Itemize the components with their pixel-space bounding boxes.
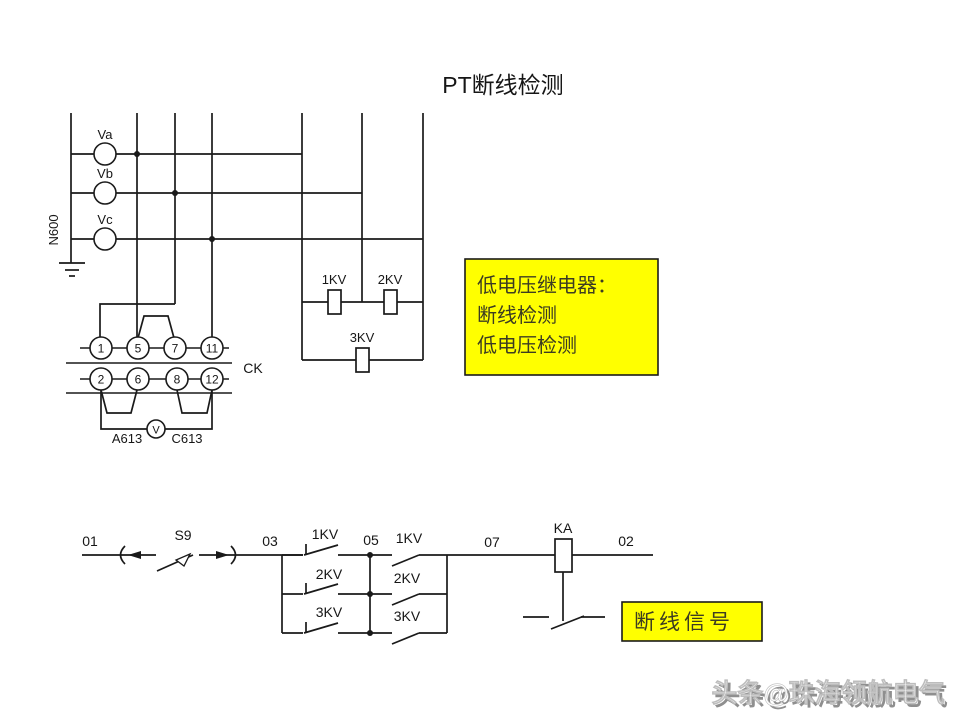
- ka-output-contact: [523, 572, 605, 630]
- ground-icon: [59, 262, 85, 277]
- node-03-label: 03: [262, 533, 278, 549]
- relay-coil-2kv: [383, 289, 398, 315]
- contact-left-2kv: [282, 583, 370, 595]
- signal-box: 断线信号: [621, 601, 763, 642]
- voltmeter-icon: [146, 419, 166, 439]
- wire-a613-label: A613: [112, 431, 142, 446]
- voltage-bus: N600 Va Vb Vc: [46, 113, 423, 337]
- page-title: PT断线检测: [442, 72, 563, 98]
- ka-coil: [554, 538, 573, 573]
- contact-right-3kv: [370, 632, 447, 645]
- contact-right-2kv: [370, 593, 447, 606]
- contact-left-2kv-label: 2KV: [316, 566, 343, 582]
- neutral-label: N600: [46, 214, 61, 245]
- node-07-label: 07: [484, 534, 500, 550]
- relay-coil-1kv: [327, 289, 342, 315]
- note-line-2: 断线检测: [477, 304, 557, 327]
- ka-coil-label: KA: [554, 520, 573, 536]
- switch-s9-label: S9: [174, 527, 191, 543]
- terminal-block-ck: 1 5 7 11 2 6 8 12 CK V A613 C613: [66, 315, 263, 446]
- note-line-3: 低电压检测: [477, 334, 577, 357]
- contact-right-3kv-label: 3KV: [394, 608, 421, 624]
- wire-c613-label: C613: [171, 431, 202, 446]
- terminal-5: 5: [135, 342, 142, 356]
- watermark: 头条@珠海领航电气 头条@珠海领航电气: [711, 678, 948, 711]
- relay-2kv-label: 2KV: [378, 272, 403, 287]
- control-ladder: 01 S9 03 1KV: [82, 520, 653, 645]
- node-05-label: 05: [363, 532, 379, 548]
- note-box: 低电压继电器： 断线检测 低电压检测: [464, 258, 659, 376]
- terminal-11: 11: [206, 342, 219, 356]
- connector-right-icon: [216, 545, 237, 565]
- connector-left-icon: [119, 545, 141, 565]
- contact-left-1kv: [282, 544, 370, 556]
- voltage-relay-coils: 1KV 2KV 3KV: [301, 113, 424, 373]
- terminal-7: 7: [172, 342, 179, 356]
- relay-3kv-label: 3KV: [350, 330, 375, 345]
- voltmeter-label: V: [152, 425, 160, 437]
- terminal-12: 12: [205, 373, 219, 387]
- terminal-8: 8: [174, 373, 181, 387]
- watermark-shadow: 头条@珠海领航电气: [714, 681, 947, 711]
- contact-left-1kv-label: 1KV: [312, 526, 339, 542]
- watermark-text: 头条@珠海领航电气: [711, 678, 944, 708]
- phase-c-label: Vc: [97, 212, 113, 227]
- contact-right-1kv: [370, 554, 447, 567]
- contact-right-1kv-label: 1KV: [396, 530, 423, 546]
- note-box-bg: [464, 258, 659, 376]
- relay-coil-3kv: [355, 347, 370, 373]
- phase-a-label: Va: [98, 127, 114, 142]
- contact-right-2kv-label: 2KV: [394, 570, 421, 586]
- signal-box-bg: [621, 601, 763, 642]
- node-02-label: 02: [618, 533, 634, 549]
- terminal-6: 6: [135, 373, 142, 387]
- contact-left-3kv: [282, 622, 370, 634]
- note-line-1: 低电压继电器：: [477, 274, 617, 297]
- terminal-block-label: CK: [243, 360, 263, 376]
- switch-s9: [156, 552, 194, 572]
- contact-left-3kv-label: 3KV: [316, 604, 343, 620]
- terminal-2: 2: [98, 373, 105, 387]
- terminal-1: 1: [98, 342, 105, 356]
- node-01-label: 01: [82, 533, 98, 549]
- signal-box-label: 断线信号: [634, 611, 734, 634]
- phase-b-label: Vb: [97, 166, 113, 181]
- relay-1kv-label: 1KV: [322, 272, 347, 287]
